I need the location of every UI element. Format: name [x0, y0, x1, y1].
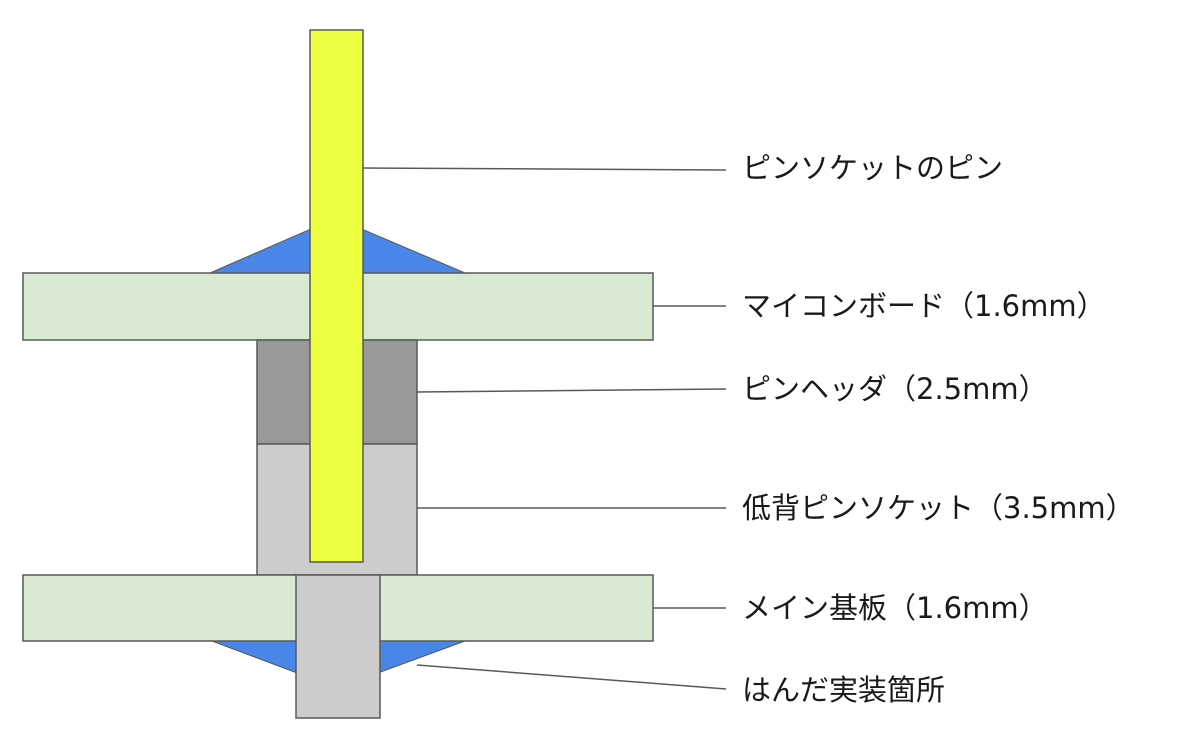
label-solder-point: はんだ実装箇所	[742, 673, 946, 707]
socket-leg	[295, 574, 381, 719]
leader-line-socket-pin	[362, 167, 727, 171]
label-socket-pin: ピンソケットのピン	[742, 151, 1004, 185]
leader-line-solder-point	[416, 664, 727, 690]
label-main-board: メイン基板（1.6mm）	[742, 591, 1048, 625]
socket-pin	[309, 29, 364, 563]
label-mcu-board: マイコンボード（1.6mm）	[742, 289, 1106, 323]
label-low-profile-socket: 低背ピンソケット（3.5mm）	[742, 491, 1135, 525]
leader-line-pin-header	[416, 388, 727, 393]
label-pin-header: ピンヘッダ（2.5mm）	[742, 372, 1048, 406]
